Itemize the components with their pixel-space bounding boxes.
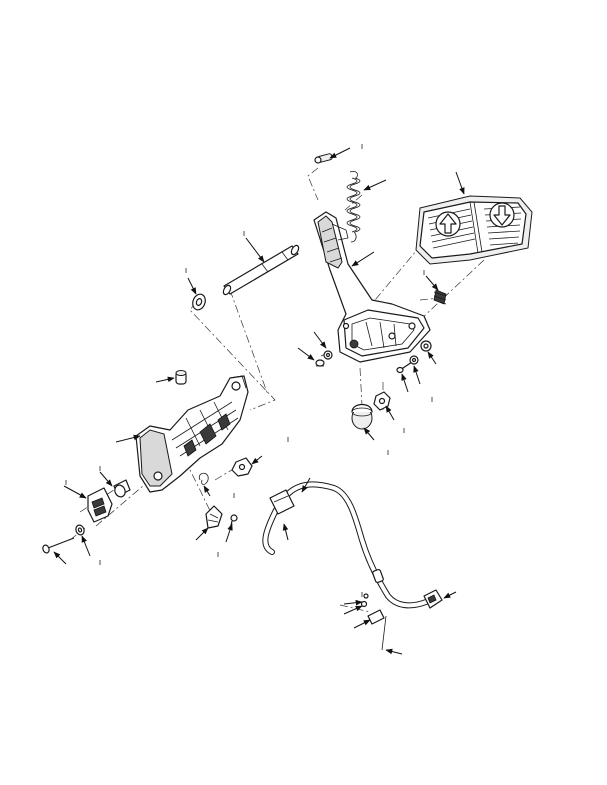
callout-arrow (443, 591, 457, 599)
throttle-cable (262, 481, 429, 651)
bracket-bolt (42, 537, 75, 554)
callout-arrow (351, 251, 375, 267)
clip-pin (314, 153, 333, 164)
pad-nut (409, 355, 419, 365)
callout-arrow (363, 179, 387, 191)
pad-screw (396, 361, 413, 374)
rubber-stop (351, 403, 373, 430)
clamp-block (87, 487, 113, 523)
callout-arrow (282, 523, 289, 541)
callout-arrow (301, 477, 311, 493)
callout-arrow (329, 147, 351, 159)
retainer-clip (198, 472, 209, 485)
bushing (113, 479, 131, 498)
callout-arrow (115, 434, 141, 443)
callout-arrow (353, 619, 371, 629)
pivot-shaft (222, 244, 300, 296)
callout-arrow (343, 605, 363, 615)
wire-clip (205, 505, 223, 529)
pivot-nut (373, 391, 391, 411)
callout-arrow (363, 427, 375, 441)
callout-arrow (53, 551, 67, 565)
callout-arrow (203, 485, 211, 497)
callout-arrow (413, 365, 421, 385)
callout-arrow (313, 331, 327, 349)
callout-arrow (99, 471, 113, 487)
callout-arrow (195, 527, 209, 541)
connector (423, 589, 443, 609)
small-screw (315, 359, 325, 367)
callout-arrow (455, 171, 465, 195)
cable-tie (367, 609, 385, 625)
callout-arrow (343, 599, 363, 606)
callout-arrow (427, 351, 437, 365)
flange-nut (231, 457, 253, 477)
callout-arrow (385, 405, 395, 421)
return-spring (346, 171, 361, 243)
forward-arrow-icon (435, 211, 461, 237)
washer (420, 340, 432, 352)
callout-arrow (63, 485, 87, 499)
adjust-spring (433, 289, 447, 305)
washer (192, 293, 206, 311)
callout-leaders (53, 147, 465, 655)
callout-arrow (425, 275, 439, 291)
cable-pin (360, 593, 369, 608)
foot-pedal-pad (415, 195, 533, 265)
callout-arrow (187, 277, 197, 295)
callout-arrow (155, 376, 175, 383)
pedal-arm (313, 211, 431, 363)
callout-arrow (297, 347, 315, 361)
plug-cap (175, 370, 187, 385)
mount-bracket (135, 375, 249, 493)
callout-arrow (245, 237, 265, 263)
callout-ticks (65, 144, 433, 597)
callout-arrow (225, 523, 233, 543)
callout-arrow (251, 455, 263, 465)
callout-arrow (81, 535, 91, 557)
bracket-washer (75, 524, 85, 536)
reverse-arrow-icon (489, 202, 515, 228)
callout-arrow (401, 373, 409, 393)
callout-arrow (385, 648, 403, 655)
small-nut (323, 350, 333, 360)
